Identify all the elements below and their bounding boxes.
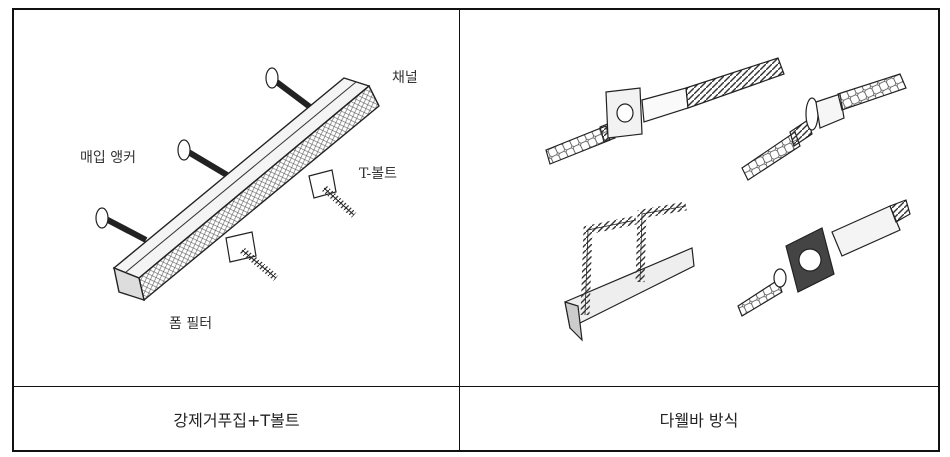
- channel-body: [112, 77, 380, 302]
- t-bolt: [225, 169, 357, 281]
- dowel-square-flange-sleeve: [737, 199, 911, 317]
- row-divider: [14, 386, 938, 387]
- comparison-table: 채널 매입 앵커 T-볼트 폼 필터: [12, 8, 940, 452]
- form-filler-label: 폼 필터: [169, 316, 212, 332]
- dowel-bent-rebar-channel: [564, 201, 695, 342]
- channel-label: 채널: [392, 70, 418, 86]
- steel-formwork-tbolt-figure: 채널 매입 앵커 T-볼트 폼 필터: [14, 10, 459, 386]
- dowel-bar-figure: [460, 10, 938, 386]
- caption-steel-formwork-tbolt: 강제거푸집+T볼트: [173, 410, 300, 430]
- dowel-flanged-coupler: [741, 73, 907, 181]
- dowel-plate-coupler: [545, 57, 785, 165]
- embedded-anchor-bolt: [95, 67, 316, 243]
- embedded-anchor-label: 매입 앵커: [80, 150, 136, 166]
- caption-dowel-bar-method: 다웰바 방식: [659, 410, 739, 430]
- column-divider: [459, 10, 460, 450]
- t-bolt-label: T-볼트: [359, 166, 397, 182]
